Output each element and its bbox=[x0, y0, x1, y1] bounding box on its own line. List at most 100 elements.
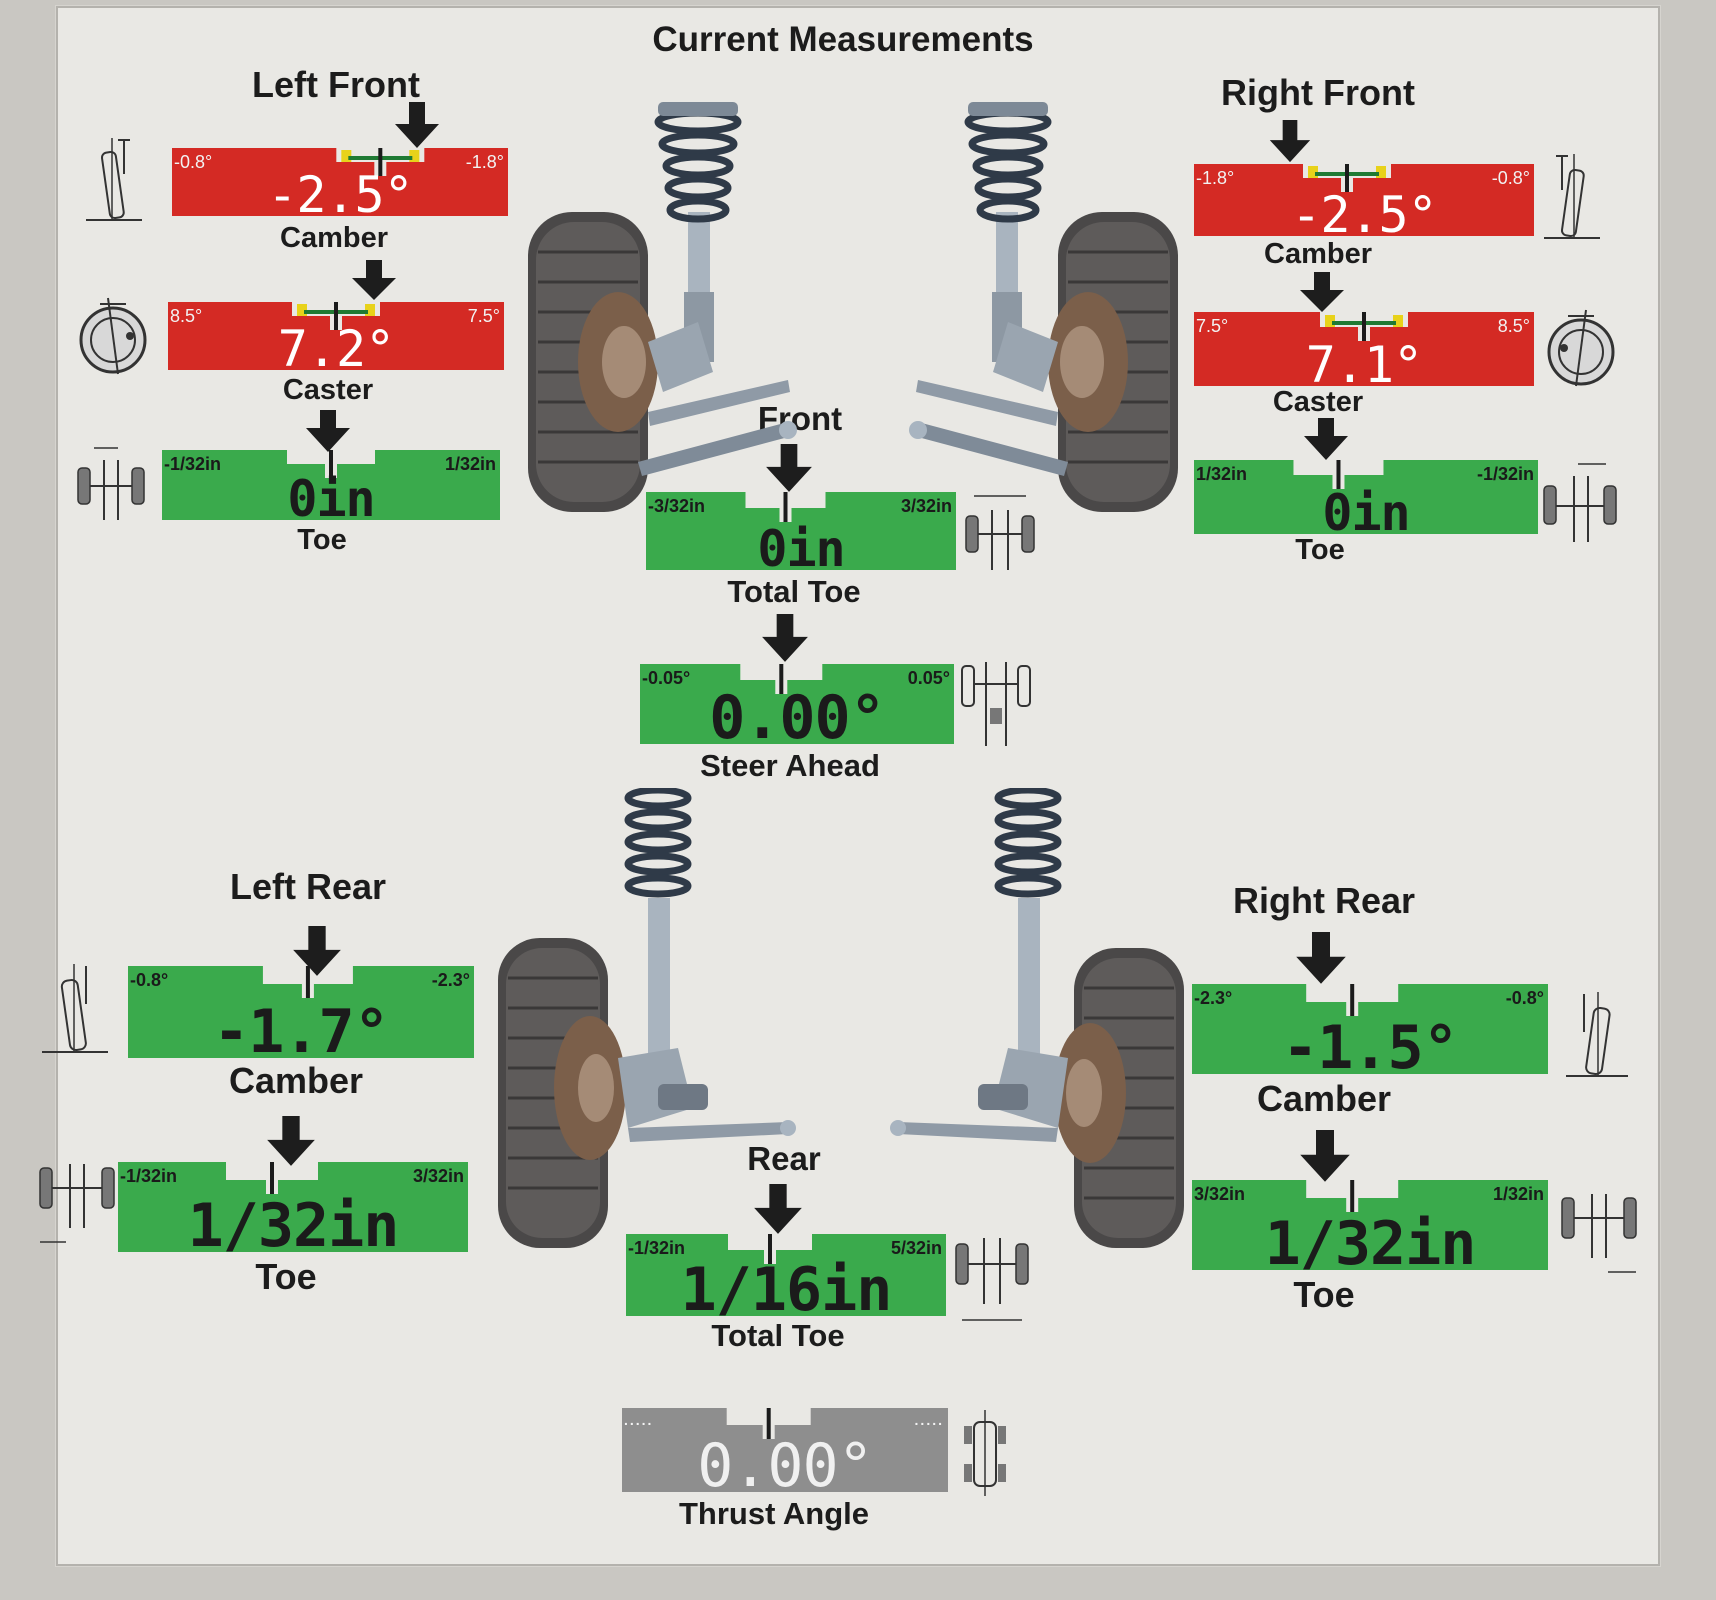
range-marker bbox=[297, 304, 307, 316]
camber-icon bbox=[86, 138, 142, 221]
range-max: 3/32in bbox=[412, 1166, 464, 1186]
gauge-background bbox=[168, 302, 504, 370]
center-indicator bbox=[305, 966, 310, 998]
center-indicator bbox=[1350, 1180, 1355, 1212]
left-front-toe-pointer-icon bbox=[306, 410, 350, 452]
range-marker bbox=[341, 150, 352, 162]
front-right-suspension-illustration bbox=[909, 102, 1178, 512]
gauge-background bbox=[172, 148, 508, 216]
measurement-value: 0in bbox=[757, 520, 845, 578]
steer-ahead-pointer-icon bbox=[762, 614, 808, 662]
range-max: 8.5° bbox=[1497, 316, 1530, 336]
toe-icon bbox=[77, 447, 145, 520]
range-marker bbox=[365, 304, 375, 316]
right-front-caster-label: Caster bbox=[1272, 386, 1364, 418]
left-rear-toe-gauge: -1/32in 3/32in 1/32in bbox=[118, 1162, 468, 1256]
toe-icon bbox=[39, 1164, 115, 1243]
page-title: Current Measurements bbox=[652, 20, 1034, 59]
left-rear-camber-gauge: -0.8° -2.3° -1.7° bbox=[128, 966, 474, 1062]
center-indicator bbox=[329, 450, 333, 478]
measurement-value: 7.2° bbox=[277, 320, 395, 378]
range-min: 8.5° bbox=[170, 306, 203, 326]
range-min: 3/32in bbox=[1194, 1184, 1246, 1204]
steer-ahead-gauge: -0.05° 0.05° 0.00° bbox=[640, 664, 954, 748]
right-front-caster-pointer-icon bbox=[1300, 272, 1344, 312]
range-min: -1/32in bbox=[628, 1238, 686, 1258]
center-indicator bbox=[766, 1408, 771, 1439]
measurement-value: 0in bbox=[1322, 484, 1410, 542]
range-min: 1/32in bbox=[1196, 464, 1248, 484]
total-toe-icon bbox=[965, 495, 1035, 570]
range-min: -2.3° bbox=[1194, 988, 1233, 1008]
measurement-value: 0in bbox=[287, 470, 375, 528]
measurement-value: -2.5° bbox=[267, 166, 414, 224]
range-max: ..... bbox=[914, 1412, 944, 1428]
range-marker bbox=[1308, 166, 1318, 178]
right-front-toe-gauge: 1/32in -1/32in 0in bbox=[1194, 460, 1538, 538]
front-total-toe-label: Total Toe bbox=[727, 574, 861, 609]
center-indicator bbox=[1345, 164, 1349, 192]
center-indicator bbox=[1350, 984, 1355, 1016]
front-total-toe-gauge: -3/32in 3/32in 0in bbox=[646, 492, 956, 574]
range-min: -0.05° bbox=[642, 668, 691, 688]
range-marker bbox=[409, 150, 420, 162]
range-min: -0.8° bbox=[174, 152, 213, 172]
thrust-angle-icon bbox=[964, 1410, 1006, 1496]
left-front-toe-gauge: -1/32in 1/32in 0in bbox=[162, 450, 500, 524]
center-indicator bbox=[1336, 460, 1341, 489]
range-min: -1.8° bbox=[1196, 168, 1235, 188]
left-front-caster-label: Caster bbox=[282, 374, 374, 406]
toe-icon bbox=[1543, 463, 1617, 542]
camber-icon bbox=[42, 964, 108, 1053]
gauge-background bbox=[128, 966, 474, 1058]
measurement-value: -2.5° bbox=[1291, 186, 1438, 244]
right-rear-toe-label: Toe bbox=[1293, 1274, 1355, 1315]
range-marker bbox=[1393, 315, 1403, 327]
center-indicator bbox=[768, 1234, 772, 1264]
range-min: -1/32in bbox=[164, 454, 222, 474]
range-max: -0.8° bbox=[1491, 168, 1530, 188]
gauge-background bbox=[1192, 984, 1548, 1074]
measurement-value: 1/32in bbox=[187, 1191, 400, 1261]
measurement-value: -1.7° bbox=[213, 997, 390, 1067]
measurement-value: -1.5° bbox=[1282, 1013, 1459, 1083]
range-max: 7.5° bbox=[467, 306, 500, 326]
range-max: 1/32in bbox=[444, 454, 496, 474]
rear-total-toe-label: Total Toe bbox=[711, 1318, 845, 1353]
right-rear-camber-label: Camber bbox=[1256, 1078, 1392, 1119]
measurement-value: 0.00° bbox=[709, 683, 886, 753]
steer-ahead-label: Steer Ahead bbox=[700, 748, 880, 783]
right-rear-camber-pointer-icon bbox=[1296, 932, 1346, 984]
steer-ahead-icon bbox=[961, 662, 1031, 746]
thrust-angle-label: Thrust Angle bbox=[678, 1496, 870, 1531]
gauge-background bbox=[640, 664, 954, 744]
center-indicator bbox=[1362, 312, 1366, 341]
right-front-camber-pointer-icon bbox=[1269, 120, 1311, 163]
rear-total-toe-gauge: -1/32in 5/32in 1/16in bbox=[626, 1234, 946, 1320]
center-indicator bbox=[779, 664, 784, 694]
left-rear-camber-label: Camber bbox=[228, 1060, 364, 1101]
center-indicator bbox=[783, 492, 788, 522]
range-max: 3/32in bbox=[900, 496, 952, 516]
rear-total-toe-pointer-icon bbox=[754, 1184, 802, 1234]
measurement-value: 1/16in bbox=[680, 1255, 893, 1325]
left-rear-toe-label: Toe bbox=[255, 1256, 317, 1297]
left-front-camber-gauge: -0.8° -1.8° -2.5° bbox=[172, 148, 508, 220]
measurement-value: 7.1° bbox=[1305, 336, 1423, 394]
toe-icon bbox=[1561, 1194, 1637, 1273]
gauge-background bbox=[1194, 164, 1534, 236]
gauge-background bbox=[626, 1234, 946, 1316]
left-front-caster-pointer-icon bbox=[352, 260, 396, 300]
range-max: -0.8° bbox=[1505, 988, 1544, 1008]
left-front-toe-label: Toe bbox=[297, 524, 347, 556]
rear-left-suspension-illustration bbox=[498, 788, 796, 1248]
range-max: -1/32in bbox=[1476, 464, 1534, 484]
left-rear-toe-pointer-icon bbox=[267, 1116, 315, 1166]
right-front-camber-label: Camber bbox=[1264, 238, 1372, 270]
camber-icon bbox=[1566, 992, 1628, 1077]
front-total-toe-pointer-icon bbox=[766, 444, 812, 492]
range-max: 0.05° bbox=[907, 668, 950, 688]
left-front-label: Left Front bbox=[252, 64, 420, 105]
left-rear-label: Left Rear bbox=[229, 866, 387, 907]
range-marker bbox=[1376, 166, 1386, 178]
